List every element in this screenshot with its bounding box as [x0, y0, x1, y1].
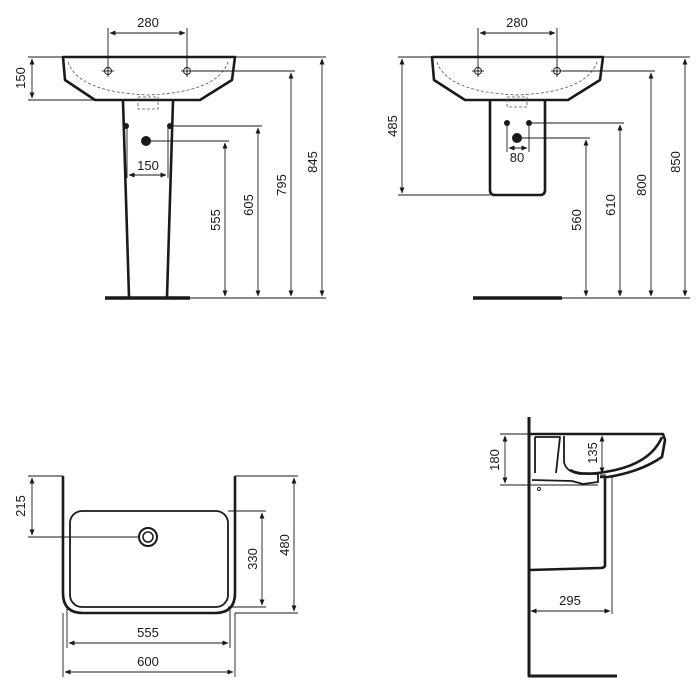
semi-pedestal-front-view: 280 485 80 560 610 800 850: [385, 15, 690, 300]
dim-tap-height: 800: [634, 174, 649, 196]
dim-total-depth: 480: [277, 534, 292, 556]
tap-hole-icon: [181, 65, 193, 77]
dim-pedestal-projection: 295: [559, 593, 581, 608]
dim-waste-from-back: 215: [13, 495, 28, 517]
basin-outline: [430, 55, 605, 102]
dim-bowl-depth: 330: [245, 548, 260, 570]
dim-rim-height: 850: [668, 151, 683, 173]
bolt-dot: [167, 123, 173, 129]
basin-outline: [61, 55, 237, 102]
dim-tap-spacing: 280: [137, 15, 159, 30]
dim-bowl-width: 555: [137, 625, 159, 640]
tap-hole-icon: [472, 65, 484, 77]
wall-line: [527, 417, 617, 678]
dim-basin-to-pedestal-bottom: 485: [385, 115, 400, 137]
semi-pedestal-outline: [488, 101, 547, 197]
dim-bolt-height: 605: [241, 194, 256, 216]
pedestal-side-outline: [528, 477, 607, 572]
bowl-hidden-line: [436, 61, 598, 96]
fixing-hole: [537, 487, 541, 491]
basin-top-outline: [61, 476, 237, 615]
bolt-dot: [526, 120, 532, 126]
waste-hidden: [137, 96, 159, 110]
dim-waste-height: 555: [208, 209, 223, 231]
bowl-outline: [69, 510, 229, 608]
bolt-dot: [123, 123, 129, 129]
bolt-dot: [504, 120, 510, 126]
dim-tap-height: 795: [274, 174, 289, 196]
dim-waste-height: 560: [569, 209, 584, 231]
pedestal-outline: [121, 100, 175, 298]
top-view: 215 330 480 555 600: [13, 475, 298, 677]
waste-dot: [141, 136, 151, 146]
dim-bolt-height: 610: [603, 194, 618, 216]
waste-dot: [512, 133, 522, 143]
dim-tap-spacing: 280: [506, 15, 528, 30]
dim-basin-height: 180: [487, 449, 502, 471]
tap-hole-icon: [102, 65, 114, 77]
bowl-hidden-line: [67, 61, 229, 96]
dim-bolt-spacing: 80: [510, 150, 524, 165]
basin-inner-outline: [531, 436, 599, 485]
dim-bolt-spacing: 150: [137, 158, 159, 173]
pedestal-front-view: 280 150 150 555 605 795 845: [13, 15, 326, 300]
waste-outlet-icon: [138, 527, 158, 547]
side-view: 180 135 295: [487, 417, 667, 678]
tap-hole-icon: [551, 65, 563, 77]
dim-bowl-depth: 135: [585, 442, 600, 464]
dim-total-width: 600: [137, 654, 159, 669]
dim-basin-depth: 150: [13, 67, 28, 89]
dim-rim-height: 845: [305, 151, 320, 173]
